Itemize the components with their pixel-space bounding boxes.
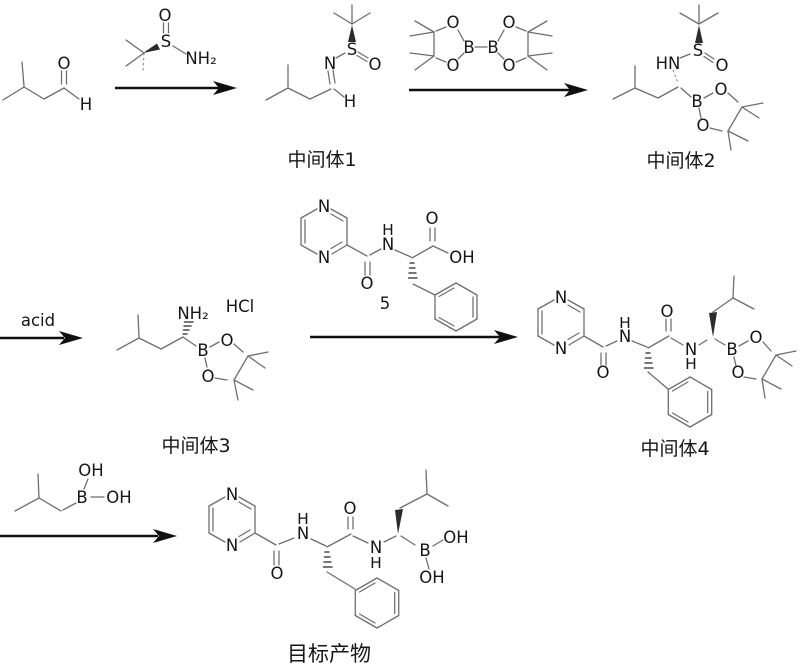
atom-label-oh: OH <box>449 248 474 267</box>
atom-label-o: O <box>58 54 71 73</box>
reagent-bis-pinacolato-diboron: B B O O O O <box>409 13 553 75</box>
caption-intermediate-4: 中间体4 <box>640 438 709 460</box>
atom-label-o: O <box>750 328 763 347</box>
atom-label-o: O <box>715 80 728 99</box>
caption-target-product: 目标产物 <box>287 642 371 664</box>
atom-label-s: S <box>347 40 357 59</box>
atom-label-o: O <box>503 56 516 75</box>
atom-label-o: O <box>344 499 357 518</box>
atom-label-n: N <box>685 340 697 359</box>
arrow-step-5 <box>0 529 177 543</box>
atom-label-n: N <box>555 288 567 307</box>
atom-label-o: O <box>447 56 460 75</box>
atom-label-h: H <box>80 95 92 114</box>
atom-label-o: O <box>697 116 710 135</box>
atom-label-n: N <box>619 327 631 346</box>
molecule-compound-5: N N H N O O OH 5 <box>300 197 478 332</box>
arrow-step-3: acid <box>0 311 83 345</box>
atom-label-h: H <box>370 554 382 572</box>
atom-label-b: B <box>487 38 498 57</box>
atom-label-o: O <box>221 331 234 350</box>
atom-label-oh: OH <box>443 528 468 547</box>
atom-label-n: N <box>382 235 394 254</box>
reagent-isobutylboronic-acid: OH B OH <box>14 461 132 512</box>
atom-label-nh2: NH₂ <box>185 49 216 68</box>
molecule-intermediate-3: NH₂ HCl B O O 中间体3 <box>116 297 269 457</box>
atom-label-n: N <box>226 536 238 555</box>
atom-label-n: N <box>318 197 330 216</box>
molecule-intermediate-1: S O N H 中间体1 <box>265 4 382 171</box>
atom-label-h: H <box>619 314 631 332</box>
atom-label-o: O <box>369 55 382 74</box>
atom-label-n: N <box>324 54 336 73</box>
atom-label-n: N <box>226 485 238 504</box>
atom-label-n: N <box>297 524 309 543</box>
atom-label-o: O <box>447 13 460 32</box>
atom-label-h: H <box>685 355 697 373</box>
atom-label-nh2: NH₂ <box>177 304 208 323</box>
reagent-tert-butanesulfinamide: O S NH₂ <box>125 6 217 73</box>
atom-label-o: O <box>716 56 729 75</box>
caption-intermediate-3: 中间体3 <box>161 435 230 457</box>
atom-label-o: O <box>732 363 745 382</box>
atom-label-s: S <box>161 32 171 51</box>
caption-intermediate-1: 中间体1 <box>287 149 356 171</box>
atom-label-b: B <box>463 38 474 57</box>
molecule-intermediate-2: HN S O B O O 中间体2 <box>612 4 764 172</box>
arrow-step-4 <box>310 330 518 344</box>
condition-acid: acid <box>21 311 55 330</box>
atom-label-s: S <box>693 41 703 60</box>
atom-label-o: O <box>503 13 516 32</box>
atom-label-oh: OH <box>78 461 103 480</box>
arrow-step-2 <box>409 83 588 97</box>
salt-label-hcl: HCl <box>226 297 255 316</box>
atom-label-o: O <box>159 6 172 25</box>
atom-label-b: B <box>691 92 702 111</box>
atom-label-o: O <box>661 302 674 321</box>
atom-label-o: O <box>361 274 374 293</box>
atom-label-n: N <box>555 339 567 358</box>
atom-label-hn: HN <box>656 54 681 73</box>
arrow-step-1 <box>115 81 237 95</box>
atom-label-o: O <box>271 564 284 583</box>
atom-label-b: B <box>197 341 208 360</box>
atom-label-h: H <box>297 510 309 528</box>
atom-label-b: B <box>726 340 737 359</box>
atom-label-oh: OH <box>419 568 444 587</box>
molecule-isovaleraldehyde: O H <box>2 54 92 114</box>
atom-label-o: O <box>202 367 215 386</box>
atom-label-o: O <box>426 209 439 228</box>
caption-intermediate-2: 中间体2 <box>646 150 715 172</box>
atom-label-b: B <box>419 541 430 560</box>
molecule-intermediate-4: N N H N O O N H B O O 中间体4 <box>537 275 797 460</box>
molecule-target-product: N N H N O O N H B OH OH 目标产物 <box>208 469 469 664</box>
atom-label-n: N <box>318 248 330 267</box>
atom-label-oh: OH <box>106 488 131 507</box>
caption-compound-5: 5 <box>380 294 391 313</box>
atom-label-o: O <box>597 363 610 382</box>
atom-label-n: N <box>370 538 382 557</box>
atom-label-b: B <box>76 488 87 507</box>
atom-label-h: H <box>382 221 394 239</box>
atom-label-h: H <box>344 92 356 111</box>
